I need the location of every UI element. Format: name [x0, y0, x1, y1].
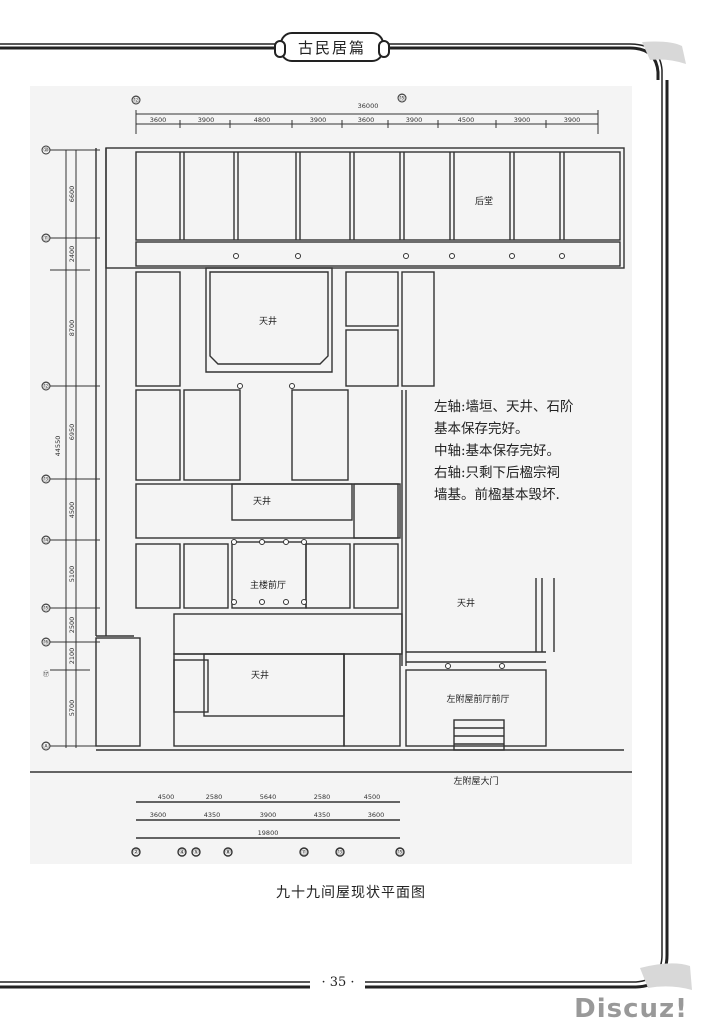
note-line: 右轴:只剩下后楹宗祠 [434, 465, 561, 481]
left-dim-seg: 5700 [68, 700, 76, 717]
room-label-tian-jing: 天井 [259, 315, 277, 327]
left-dim-seg: 2100 [68, 648, 76, 665]
bottom-axis-marker: ④ [179, 848, 185, 856]
top-dim-seg: 3900 [406, 116, 423, 124]
left-dim-seg: 8700 [68, 320, 76, 337]
top-dim-seg: 3900 [198, 116, 215, 124]
left-axis-marker: ⑯ [43, 638, 50, 646]
left-axis-marker: ⑮ [43, 604, 50, 612]
top-dim-seg: 3900 [310, 116, 327, 124]
left-dim-seg: 6600 [68, 186, 76, 203]
top-axis-marker: ⑫ [133, 96, 140, 104]
left-dim-seg: 5100 [68, 566, 76, 583]
section-title: 古民居篇 [297, 38, 366, 57]
bottom-dim-row1: 4500 [364, 793, 381, 801]
top-axis-marker: ⑮ [399, 94, 406, 102]
bottom-dim-row2: 3600 [368, 811, 385, 819]
left-axis-marker: Ⓐ [43, 742, 50, 750]
preservation-notes: 左轴:墙垣、天井、石阶 基本保存完好。 中轴:基本保存完好。 右轴:只剩下后楹宗… [434, 396, 624, 506]
room-label-zhu-lou-qian-ting: 主楼前厅 [250, 579, 286, 591]
note-line: 左轴:墙垣、天井、石阶 [434, 399, 574, 415]
left-dim-seg: 6950 [68, 424, 76, 441]
top-dim-total: 36000 [358, 102, 379, 110]
left-axis-marker: ⑫ [43, 382, 50, 390]
bottom-axis-marker: ② [133, 848, 139, 856]
bottom-axis-marker: ⑧ [225, 848, 231, 856]
top-dim-seg: 3900 [514, 116, 531, 124]
bottom-dim-row1: 5640 [260, 793, 277, 801]
bottom-dim-row2: 4350 [314, 811, 331, 819]
bottom-dim-row2: 4350 [204, 811, 221, 819]
left-dim-seg: 4500 [68, 502, 76, 519]
floor-plan-panel: 36000 3600 3900 4800 3900 3600 3900 4500… [30, 86, 632, 864]
left-dim-total: 44550 [54, 436, 62, 457]
top-dim-seg: 4800 [254, 116, 271, 124]
bottom-axis-marker: ⑤ [193, 848, 199, 856]
room-label-zuo-fu-wu-da-men: 左附屋大门 [453, 775, 498, 787]
note-line: 基本保存完好。 [434, 421, 529, 437]
top-dim-seg: 3600 [358, 116, 375, 124]
left-dim-seg: 2500 [68, 617, 76, 634]
left-axis-marker: ⑬ [43, 475, 50, 483]
left-axis-marker: ⑭ [43, 536, 50, 544]
top-dim-seg: 3900 [564, 116, 581, 124]
room-label-tian-jing-right: 天井 [457, 597, 475, 609]
left-axis-marker: ⑰ [43, 670, 50, 678]
page-number: · 35 · [321, 975, 355, 990]
note-line: 中轴:基本保存完好。 [434, 443, 561, 459]
bottom-axis-marker: ⑮ [397, 848, 404, 856]
left-dim-seg: 2400 [68, 246, 76, 263]
bottom-dim-row1: 2580 [314, 793, 331, 801]
bottom-dim-row2: 3600 [150, 811, 167, 819]
bottom-dim-row2: 3900 [260, 811, 277, 819]
room-label-zuo-fu-wu-qian-ting: 左附屋前厅前厅 [446, 693, 509, 705]
note-line: 墙基。前楹基本毁坏. [434, 487, 560, 503]
dimension-labels: 36000 3600 3900 4800 3900 3600 3900 4500… [43, 94, 581, 856]
bottom-axis-marker: ⑬ [337, 848, 344, 856]
watermark-logo: Discuz! [574, 994, 688, 1024]
bottom-dim-row1: 4500 [158, 793, 175, 801]
section-title-badge: 古民居篇 [274, 32, 390, 62]
bottom-axis-marker: ⑪ [301, 848, 308, 856]
left-axis-marker: ⑩ [43, 146, 49, 154]
bottom-dim-row1: 2580 [206, 793, 223, 801]
room-label-tian-jing: 天井 [251, 669, 269, 681]
room-label-tian-jing: 天井 [253, 495, 271, 507]
top-dim-seg: 3600 [150, 116, 167, 124]
room-label-hou-tang: 后堂 [475, 195, 493, 207]
floor-plan-drawing [30, 93, 632, 857]
left-axis-marker: ⑪ [43, 234, 50, 242]
bottom-dim-total: 19800 [258, 829, 279, 837]
figure-caption: 九十九间屋现状平面图 [276, 885, 426, 901]
top-dim-seg: 4500 [458, 116, 475, 124]
